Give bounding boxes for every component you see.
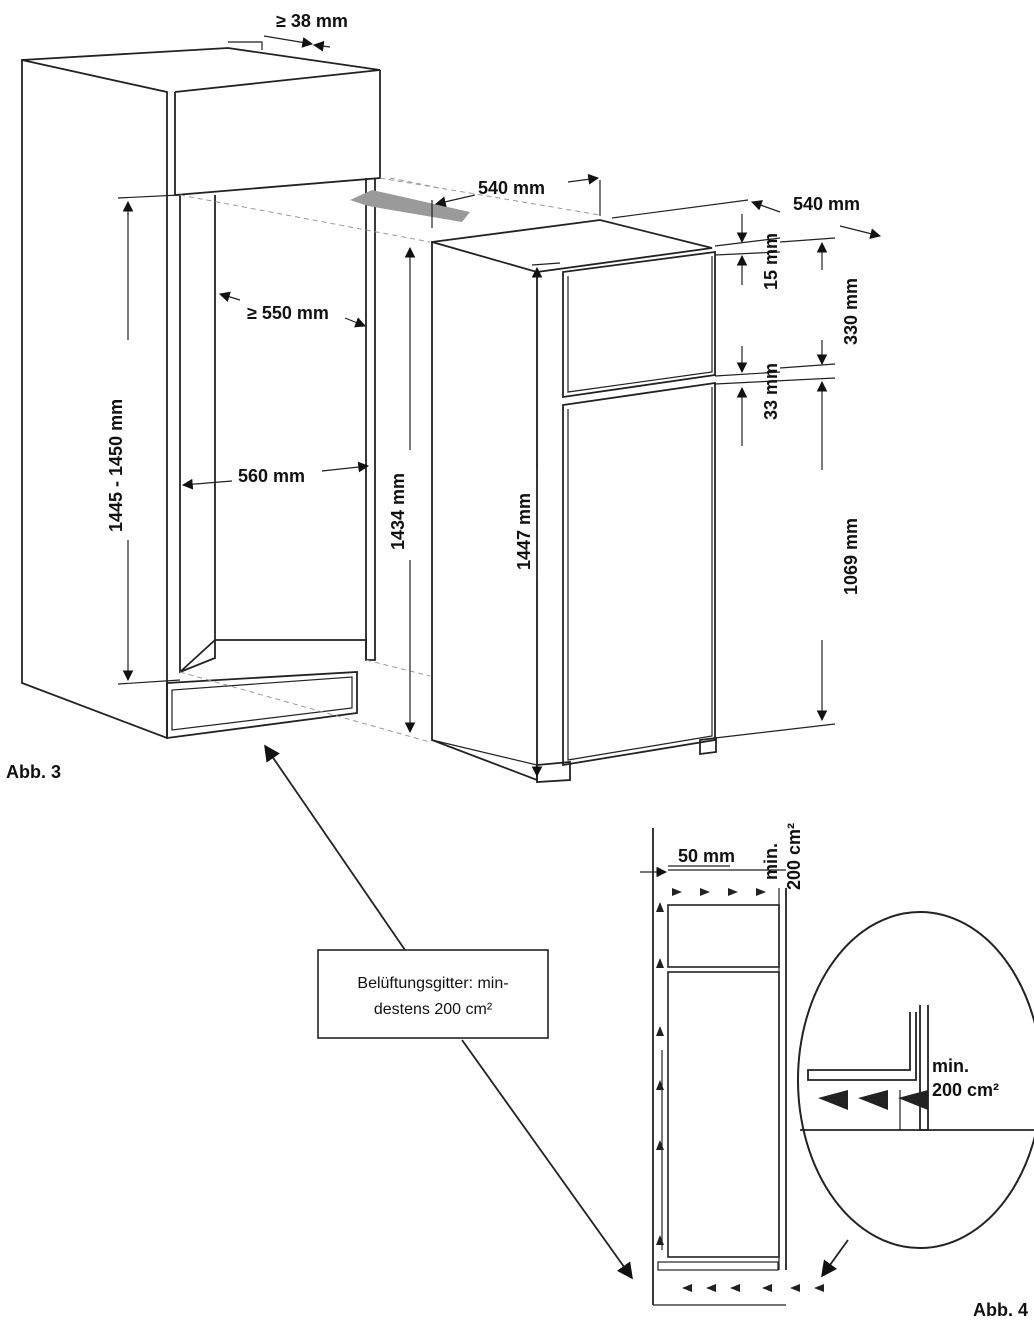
dim-540d-arrow-b	[839, 225, 882, 239]
dim-550-arrow-b	[344, 317, 367, 328]
dim-top-clearance: ≥ 38 mm	[276, 11, 348, 31]
dim-niche-h-ext-top	[117, 194, 181, 199]
niche-inner-right	[365, 178, 376, 661]
dim-gap-middle: 33 mm	[761, 363, 781, 420]
fridge-door-edge	[567, 387, 713, 761]
fridge-door	[562, 381, 716, 767]
dim-niche-depth: ≥ 550 mm	[247, 303, 329, 323]
appliance-foot-rear	[699, 736, 717, 756]
dim-niche-width: 560 mm	[238, 466, 305, 486]
insert-arrow-icon	[350, 190, 470, 222]
dim-38-arrow-b	[312, 40, 331, 52]
align-line-bottom-right	[365, 659, 431, 677]
niche-inner-left	[179, 195, 216, 674]
cabinet-side-panel	[21, 58, 168, 740]
align-line-top	[179, 194, 431, 243]
section-base	[657, 1261, 779, 1271]
dim-niche-h-ext-bot	[117, 679, 181, 685]
dim-560-arrow-b	[321, 461, 370, 473]
callout-line-2: destens 200 cm²	[374, 1001, 493, 1018]
section-freezer	[667, 904, 780, 968]
airflow-bottom-arrows	[682, 1284, 824, 1292]
freezer-door	[562, 250, 716, 399]
dim-appliance-width: 540 mm	[478, 178, 545, 198]
dim-fridge-door: 1069 mm	[841, 518, 861, 595]
figure-label-abb3: Abb. 3	[6, 762, 61, 782]
dim-540w-arrow-b	[567, 173, 600, 185]
align-line-top-right	[379, 177, 601, 216]
dim-rear-gap: 50 mm	[678, 846, 735, 866]
callout-arrow-up	[264, 744, 406, 951]
dim-33-ext-bot	[714, 377, 836, 385]
dim-560-arrow-a	[181, 478, 233, 490]
airflow-rear-arrows	[656, 902, 664, 1245]
dim-540w-arrow-a	[434, 194, 476, 208]
align-line-bottom	[179, 671, 431, 743]
dim-gap-top: 15 mm	[761, 233, 781, 290]
dim-540d-arrow-a	[750, 200, 781, 213]
vent-bottom-min: min.	[932, 1056, 969, 1076]
vent-top-area: 200 cm²	[784, 823, 804, 890]
detail-magnifier: min. 200 cm²	[797, 911, 1034, 1278]
dim-15-ext-top	[714, 237, 781, 247]
detail-arrow-1-icon	[818, 1090, 848, 1110]
dim-550-arrow-a	[218, 291, 241, 302]
dim-540d-ext	[611, 199, 749, 219]
callout-box	[317, 949, 549, 1039]
niche-floor	[179, 639, 367, 673]
detail-arrow-2-icon	[858, 1090, 888, 1110]
dim-330-ext-top	[779, 237, 836, 243]
dim-freezer-door: 330 mm	[841, 278, 861, 345]
figure-label-abb4: Abb. 4	[973, 1300, 1028, 1320]
dim-niche-height: 1445 - 1450 mm	[106, 399, 126, 532]
plinth-inner	[171, 676, 353, 731]
airflow-top-arrows	[672, 888, 766, 896]
dim-15-ext-bot	[714, 251, 781, 256]
callout-line-1: Belüftungsgitter: min-	[357, 975, 508, 992]
callout-arrow-down	[461, 1039, 633, 1280]
dim-330-ext-bot	[779, 363, 836, 369]
dim-33-ext-top	[714, 371, 781, 377]
section-fridge	[667, 971, 780, 1258]
dim-38-arrow-a	[263, 35, 314, 48]
vent-top-min: min.	[761, 843, 781, 880]
dim-1069-ext-bot	[714, 723, 836, 739]
appliance-top	[431, 219, 713, 273]
niche-cabinet	[21, 41, 601, 743]
dim-appliance-total-height: 1447 mm	[514, 493, 534, 570]
appliance	[431, 219, 717, 783]
dim-1447-ext-top	[531, 262, 561, 266]
freezer-door-edge	[567, 256, 713, 393]
cabinet-top-rail	[228, 41, 263, 50]
appliance-base-edge	[431, 739, 538, 766]
detail-arrow-3-icon	[898, 1090, 928, 1110]
dim-appliance-depth: 540 mm	[793, 194, 860, 214]
detail-pointer-arrow	[821, 1239, 849, 1278]
align-line-mid	[389, 177, 441, 189]
cabinet-top-block	[174, 70, 381, 196]
cabinet-top	[21, 47, 381, 93]
ventilation-section: 50 mm min. 200 cm²	[640, 823, 824, 1306]
dim-appliance-body-height: 1434 mm	[388, 473, 408, 550]
cabinet-plinth	[166, 671, 358, 740]
vent-bottom-area: 200 cm²	[932, 1080, 999, 1100]
detail-appliance-corner	[807, 1012, 917, 1081]
